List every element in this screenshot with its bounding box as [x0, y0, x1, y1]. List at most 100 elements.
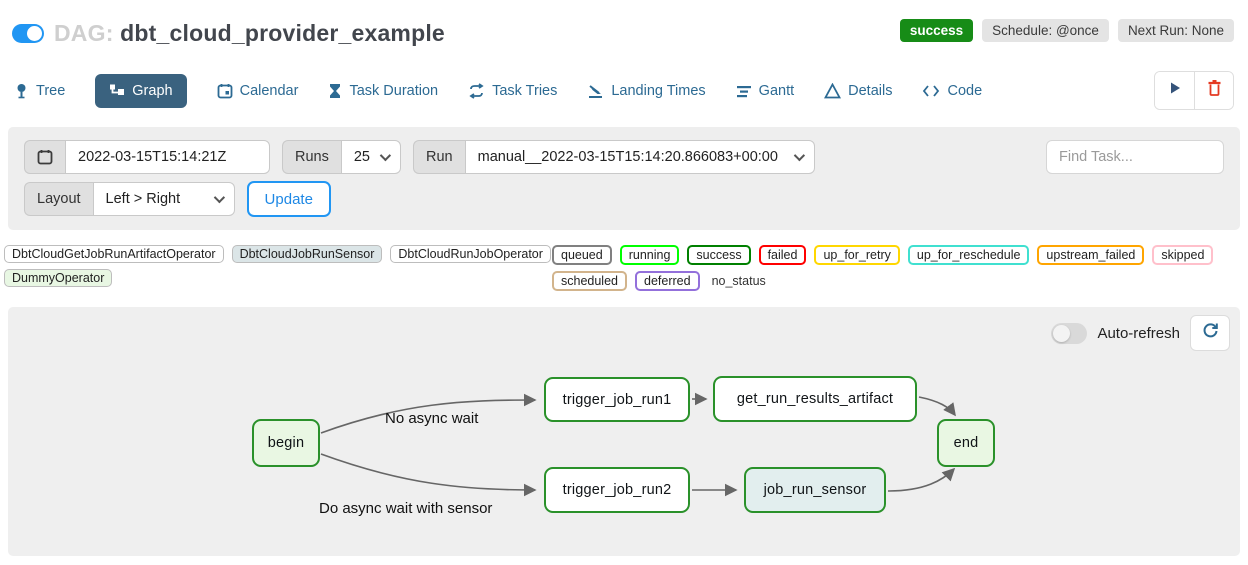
run-value: manual__2022-03-15T15:14:20.866083+00:00 — [477, 149, 778, 165]
tab-tree[interactable]: Tree — [14, 74, 65, 108]
runs-label: Runs — [282, 140, 341, 174]
no-status-label: no_status — [711, 274, 766, 288]
status-legend-badge[interactable]: skipped — [1152, 245, 1214, 265]
status-legend-badge[interactable]: running — [619, 245, 680, 265]
tab-label: Landing Times — [611, 82, 706, 99]
edge-label: Do async wait with sensor — [319, 500, 493, 517]
hourglass-icon — [328, 83, 342, 99]
tab-calendar[interactable]: Calendar — [217, 74, 299, 108]
run-label: Run — [413, 140, 465, 174]
tab-label: Task Tries — [492, 82, 558, 99]
calendar-addon[interactable] — [24, 140, 65, 174]
status-legend-badge[interactable]: success — [687, 245, 751, 265]
tab-code[interactable]: Code — [922, 74, 982, 108]
filter-row-2: Layout Left > Right Update — [24, 181, 1224, 217]
tab-landing-times[interactable]: Landing Times — [587, 74, 706, 108]
update-button[interactable]: Update — [246, 181, 331, 217]
graph-icon — [109, 83, 125, 99]
tab-label: Task Duration — [349, 82, 439, 99]
num-runs-value: 25 — [353, 149, 370, 165]
status-badge: success — [899, 19, 974, 42]
num-runs-select[interactable]: 25 — [340, 140, 401, 174]
chevron-down-icon — [379, 149, 392, 162]
operator-legend: DbtCloudGetJobRunArtifactOperator DbtClo… — [4, 245, 552, 287]
layout-select[interactable]: Left > Right — [92, 182, 235, 216]
tab-label: Calendar — [239, 82, 299, 99]
dag-name: dbt_cloud_provider_example — [120, 20, 445, 46]
chevron-down-icon — [213, 191, 225, 204]
operator-badge: DummyOperator — [4, 269, 113, 287]
trigger-dag-button[interactable] — [1155, 72, 1194, 109]
layout-group: Layout Left > Right — [24, 182, 235, 216]
find-task-input[interactable] — [1046, 140, 1224, 174]
status-legend-badge[interactable]: up_for_retry — [814, 245, 900, 265]
num-runs-group: Runs 25 — [282, 140, 401, 174]
gantt-icon — [736, 83, 752, 99]
run-select[interactable]: manual__2022-03-15T15:14:20.866083+00:00 — [464, 140, 815, 174]
tab-task-duration[interactable]: Task Duration — [328, 74, 438, 108]
tab-graph[interactable]: Graph — [95, 73, 187, 108]
trash-icon — [1207, 79, 1222, 101]
tab-label: Gantt — [758, 82, 795, 99]
view-tabbar: Tree Graph Calendar Task Duration Task T… — [0, 71, 1248, 110]
tab-label: Code — [947, 82, 983, 99]
dag-pause-toggle[interactable] — [12, 24, 44, 43]
dag-actions — [1154, 71, 1234, 110]
dag-prefix-label: DAG: — [54, 20, 114, 46]
code-icon — [922, 84, 940, 98]
refresh-controls: Auto-refresh — [1051, 315, 1230, 351]
page-title: DAG: dbt_cloud_provider_example — [54, 20, 445, 47]
tree-icon — [14, 83, 29, 99]
next-run-badge: Next Run: None — [1117, 19, 1234, 42]
details-icon — [824, 82, 842, 99]
status-legend-badge[interactable]: scheduled — [552, 271, 627, 291]
status-legend-badge[interactable]: upstream_failed — [1037, 245, 1145, 265]
task-node-end[interactable]: end — [937, 419, 995, 467]
operator-badge: DbtCloudJobRunSensor — [231, 245, 383, 263]
run-group: Run manual__2022-03-15T15:14:20.866083+0… — [413, 140, 815, 174]
tab-task-tries[interactable]: Task Tries — [468, 74, 557, 108]
toggle-knob — [27, 26, 42, 41]
operator-badge: DbtCloudGetJobRunArtifactOperator — [4, 245, 224, 263]
operator-badge: DbtCloudRunJobOperator — [390, 245, 551, 263]
play-icon — [1168, 81, 1182, 100]
status-legend-badge[interactable]: failed — [758, 245, 807, 265]
tab-label: Tree — [36, 82, 66, 99]
tab-gantt[interactable]: Gantt — [736, 74, 794, 108]
refresh-button[interactable] — [1190, 315, 1230, 351]
status-legend-badge[interactable]: up_for_reschedule — [907, 245, 1030, 265]
status-legend: queued running success failed up_for_ret… — [552, 245, 1244, 291]
repeat-icon — [468, 82, 485, 99]
graph-panel: Auto-refresh No async wait Do async wait… — [8, 307, 1240, 556]
landing-icon — [587, 83, 604, 99]
task-node-get-run-results-artifact[interactable]: get_run_results_artifact — [713, 376, 917, 422]
schedule-badge: Schedule: @once — [982, 19, 1109, 42]
auto-refresh-label: Auto-refresh — [1097, 324, 1180, 342]
refresh-icon — [1202, 322, 1219, 344]
tab-label: Graph — [132, 82, 173, 99]
task-node-job-run-sensor[interactable]: job_run_sensor — [744, 467, 886, 513]
edge-label: No async wait — [385, 410, 479, 427]
task-node-trigger-job-run2[interactable]: trigger_job_run2 — [544, 467, 690, 513]
legend: DbtCloudGetJobRunArtifactOperator DbtClo… — [4, 245, 1244, 291]
tab-label: Details — [848, 82, 893, 99]
task-node-begin[interactable]: begin — [252, 419, 320, 467]
header-badges: success Schedule: @once Next Run: None — [899, 19, 1234, 42]
layout-label: Layout — [24, 182, 93, 216]
toggle-knob — [1053, 324, 1071, 342]
status-legend-badge[interactable]: deferred — [635, 271, 700, 291]
chevron-down-icon — [793, 149, 806, 162]
layout-value: Left > Right — [105, 191, 181, 207]
filter-bar: Runs 25 Run manual__2022-03-15T15:14:20.… — [8, 127, 1240, 230]
base-date-group — [24, 140, 270, 174]
calendar-icon — [217, 83, 233, 99]
base-date-input[interactable] — [65, 140, 270, 174]
status-legend-badge[interactable]: queued — [552, 245, 612, 265]
delete-dag-button[interactable] — [1194, 72, 1233, 109]
task-node-trigger-job-run1[interactable]: trigger_job_run1 — [544, 377, 690, 422]
dag-edges — [320, 392, 956, 497]
filter-row-1: Runs 25 Run manual__2022-03-15T15:14:20.… — [24, 140, 1224, 174]
dag-header: DAG: dbt_cloud_provider_example success … — [0, 0, 1248, 47]
tab-details[interactable]: Details — [824, 74, 892, 108]
auto-refresh-toggle[interactable] — [1051, 322, 1088, 344]
